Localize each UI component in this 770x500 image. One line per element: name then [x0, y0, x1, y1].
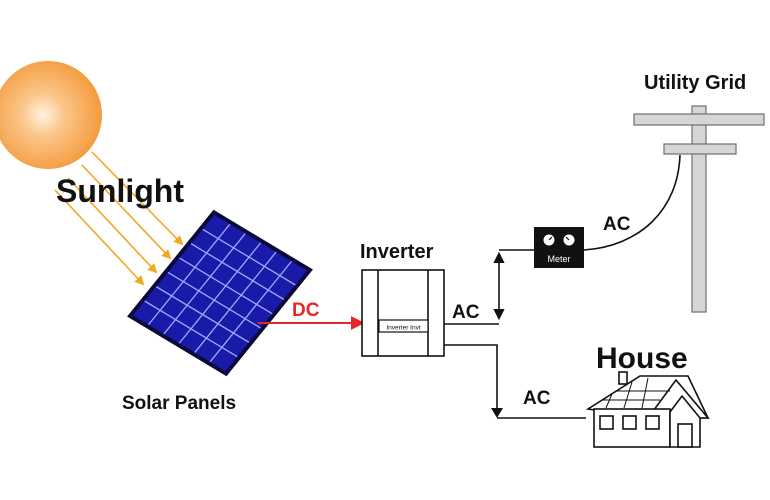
utility-grid-label: Utility Grid — [644, 72, 746, 94]
utility-pole-icon — [633, 105, 765, 313]
inverter-label: Inverter — [360, 241, 434, 263]
meter-label: Meter — [547, 254, 570, 264]
sun-rays — [54, 151, 184, 286]
ac-grid-branch-label: AC — [452, 302, 480, 323]
ac-grid-line — [583, 154, 681, 251]
sunlight-label: Sunlight — [56, 173, 184, 209]
solar-panels-label: Solar Panels — [122, 393, 236, 414]
house-label: House — [596, 342, 688, 375]
sun-ray — [91, 151, 184, 246]
ac-house-arrowhead — [491, 408, 503, 418]
inverter-plate-label: Inverter Invt — [386, 325, 421, 332]
sun-ray — [54, 189, 145, 286]
ac-house-branch — [444, 344, 586, 419]
ac-grid-line-label: AC — [603, 214, 631, 235]
ac-grid-branch — [444, 249, 534, 325]
house-roof-lines — [602, 377, 670, 409]
house-icon — [585, 371, 710, 448]
dc-label: DC — [292, 300, 320, 321]
ac-house-branch-label: AC — [523, 388, 551, 409]
sun-ray — [81, 164, 172, 260]
meter-icon — [534, 227, 584, 268]
inverter-icon — [361, 269, 445, 357]
solar-panel-icon — [127, 209, 313, 377]
sun-ray — [67, 177, 158, 274]
sun-icon — [0, 61, 102, 169]
